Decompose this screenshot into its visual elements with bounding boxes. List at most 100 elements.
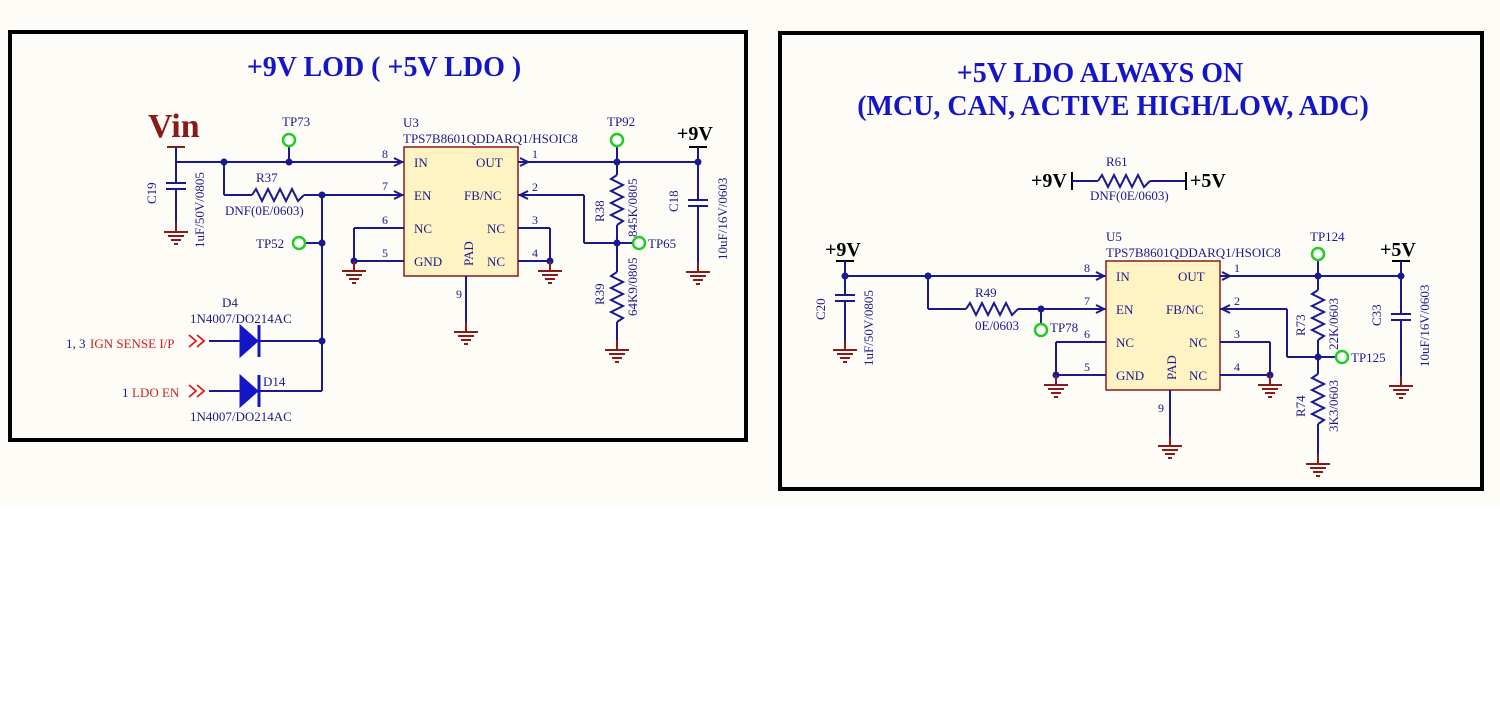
vin-label: Vin: [148, 108, 200, 145]
r38-value: 845K/0805: [625, 179, 640, 238]
test-point-tp78[interactable]: [1033, 322, 1049, 338]
c20-capacitor: [834, 294, 856, 302]
c18-capacitor: [687, 199, 709, 207]
c19-ref: C19: [144, 182, 159, 204]
c33-ground-symbol: [1388, 375, 1414, 399]
u5-pin7-num: 7: [1084, 294, 1090, 308]
u3-pin2-num: 2: [532, 180, 538, 194]
tp92-label: TP92: [607, 114, 635, 129]
u5-pin-nc3: NC: [1189, 335, 1207, 350]
tp73-label: TP73: [282, 114, 310, 129]
u3-pin7-num: 7: [382, 179, 388, 193]
schematic-sheet: [0, 0, 1500, 508]
r73-ref: R73: [1293, 314, 1308, 336]
u5-part: TPS7B8601QDDARQ1/HSOIC8: [1106, 245, 1281, 260]
r74-ground-symbol: [1305, 453, 1331, 477]
u5-pin8-num: 8: [1084, 261, 1090, 275]
u5-pin-fb: FB/NC: [1166, 302, 1204, 317]
u3-pin-nc6: NC: [414, 221, 432, 236]
u3-pin-nc4: NC: [487, 254, 505, 269]
d4-diode: [239, 323, 259, 359]
right-panel: +5V LDO ALWAYS ON (MCU, CAN, ACTIVE HIGH…: [778, 31, 1484, 491]
port-ign-sense-num: 1, 3: [66, 336, 86, 351]
tp124-label: TP124: [1310, 229, 1345, 244]
u3-pin8-num: 8: [382, 147, 388, 161]
r38-ref: R38: [592, 200, 607, 222]
c18-ref: C18: [666, 190, 681, 212]
d14-value: 1N4007/DO214AC: [190, 409, 292, 424]
u3-gnd-symbol-left: [341, 260, 367, 284]
u3-chip: [403, 146, 519, 277]
r38-resistor: [608, 174, 626, 226]
u3-pin-out: OUT: [476, 155, 503, 170]
u3-pin-en: EN: [414, 188, 432, 203]
port-ldo-en-arrow[interactable]: [188, 384, 206, 398]
tp65-label: TP65: [648, 236, 676, 251]
u5-pad-ground: [1157, 435, 1183, 459]
u3-part: TPS7B8601QDDARQ1/HSOIC8: [403, 131, 578, 146]
c20-ground-symbol: [832, 339, 858, 363]
r39-ground-symbol: [604, 339, 630, 363]
tp125-label: TP125: [1351, 350, 1386, 365]
port-ldo-en-name: LDO EN: [132, 385, 180, 400]
u3-gnd-symbol-right: [537, 260, 563, 284]
test-point-tp92[interactable]: [609, 132, 625, 148]
u3-pin9-num: 9: [456, 287, 462, 301]
r37-ref: R37: [256, 170, 278, 185]
u5-pin9-num: 9: [1158, 401, 1164, 415]
u5-pin-out: OUT: [1178, 269, 1205, 284]
u3-pad-label: PAD: [461, 241, 476, 266]
d4-value: 1N4007/DO214AC: [190, 311, 292, 326]
r61-resistor: [1097, 172, 1151, 190]
c19-capacitor: [165, 182, 187, 190]
u3-pin4-num: 4: [532, 246, 538, 260]
u3-pin-in: IN: [414, 155, 428, 170]
left-panel-title: +9V LOD ( +5V LDO ): [247, 52, 521, 83]
r74-value: 3K3/0603: [1326, 380, 1341, 432]
right-rail-9v-label: +9V: [825, 239, 861, 261]
c18-value: 10uF/16V/0603: [715, 178, 730, 260]
c33-value: 10uF/16V/0603: [1417, 285, 1432, 367]
test-point-tp52[interactable]: [291, 235, 307, 251]
r73-value: 22K/0603: [1326, 298, 1341, 350]
r49-value: 0E/0603: [975, 318, 1019, 333]
u5-pin2-num: 2: [1234, 294, 1240, 308]
test-point-tp125[interactable]: [1334, 349, 1350, 365]
tp78-label: TP78: [1050, 320, 1078, 335]
test-point-tp73[interactable]: [281, 132, 297, 148]
u5-pad-label: PAD: [1164, 355, 1179, 380]
u5-pin-gnd: GND: [1116, 368, 1144, 383]
left-rail-9v-label: +9V: [677, 123, 713, 145]
test-point-tp124[interactable]: [1310, 246, 1326, 262]
r39-ref: R39: [592, 283, 607, 305]
r61-ref: R61: [1106, 154, 1128, 169]
u5-pin3-num: 3: [1234, 327, 1240, 341]
r61-value: DNF(0E/0603): [1090, 188, 1169, 203]
u3-pin-gnd: GND: [414, 254, 442, 269]
u5-ref: U5: [1106, 229, 1122, 244]
u5-pin1-num: 1: [1234, 261, 1240, 275]
right-panel-title-line1: +5V LDO ALWAYS ON: [957, 58, 1243, 89]
c33-ref: C33: [1369, 304, 1384, 326]
d14-diode: [239, 373, 259, 409]
r37-resistor: [251, 186, 305, 204]
u3-pin-fb: FB/NC: [464, 188, 502, 203]
r49-ref: R49: [975, 285, 997, 300]
u5-gnd-symbol-right: [1257, 374, 1283, 398]
u3-pin1-num: 1: [532, 147, 538, 161]
c18-ground-symbol: [685, 261, 711, 285]
port-ign-sense-arrow[interactable]: [188, 334, 206, 348]
u5-pin-nc4: NC: [1189, 368, 1207, 383]
u5-pin5-num: 5: [1084, 360, 1090, 374]
c33-capacitor: [1390, 313, 1412, 321]
u3-pin5-num: 5: [382, 246, 388, 260]
test-point-tp65[interactable]: [631, 235, 647, 251]
port-ign-sense-name: IGN SENSE I/P: [90, 336, 175, 351]
r49-resistor: [965, 300, 1019, 318]
right-panel-title-line2: (MCU, CAN, ACTIVE HIGH/LOW, ADC): [857, 91, 1369, 122]
d14-ref: D14: [263, 374, 286, 389]
u3-ref: U3: [403, 115, 419, 130]
u3-pad-ground: [453, 321, 479, 345]
port-ldo-en-num: 1: [122, 385, 129, 400]
r73-resistor: [1309, 289, 1327, 341]
